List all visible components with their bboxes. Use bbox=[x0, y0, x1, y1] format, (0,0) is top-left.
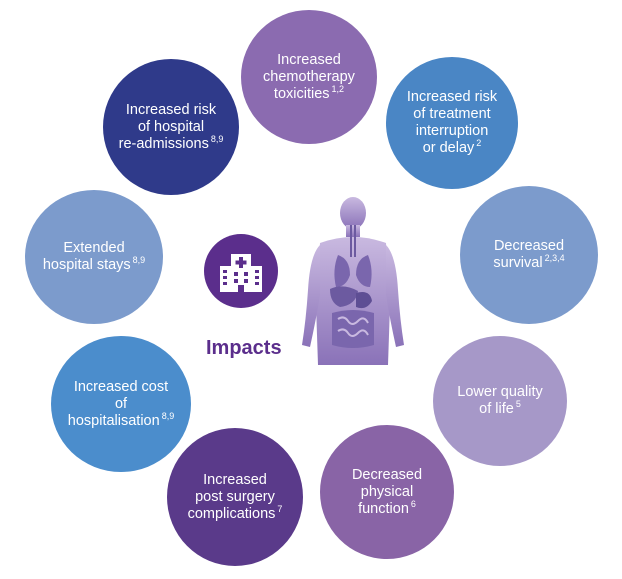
impact-text: Increased cost of hospitalisation bbox=[68, 379, 168, 429]
impact-reference: 8,9 bbox=[162, 411, 175, 421]
impact-text: Decreased physical function bbox=[352, 467, 422, 517]
impact-reference: 2,3,4 bbox=[545, 253, 565, 263]
hospital-icon bbox=[204, 234, 278, 308]
impact-reference: 1,2 bbox=[332, 84, 345, 94]
impact-text: Increased chemotherapy toxicities bbox=[263, 52, 355, 102]
impact-text: Increased risk of hospital re-admissions bbox=[119, 102, 217, 152]
hospital-icon-glyph bbox=[217, 248, 265, 294]
impact-reference: 5 bbox=[516, 399, 521, 409]
impacts-label: Impacts bbox=[206, 337, 282, 360]
impact-reference: 8,9 bbox=[133, 255, 146, 265]
impact-text: Increased post surgery complications bbox=[188, 472, 276, 522]
impact-reference: 6 bbox=[411, 499, 416, 509]
impact-text: Increased risk of treatment interruption… bbox=[407, 89, 497, 156]
impact-hospital-readmissions: Increased risk of hospital re-admissions… bbox=[103, 59, 239, 195]
impact-treatment-interruption: Increased risk of treatment interruption… bbox=[386, 57, 518, 189]
impact-text: Lower quality of life bbox=[457, 384, 542, 417]
impact-reference: 7 bbox=[277, 504, 282, 514]
impact-reference: 2 bbox=[476, 138, 481, 148]
impact-reference: 8,9 bbox=[211, 134, 224, 144]
impact-text: Extended hospital stays bbox=[43, 240, 131, 273]
human-anatomy-icon bbox=[298, 195, 408, 370]
